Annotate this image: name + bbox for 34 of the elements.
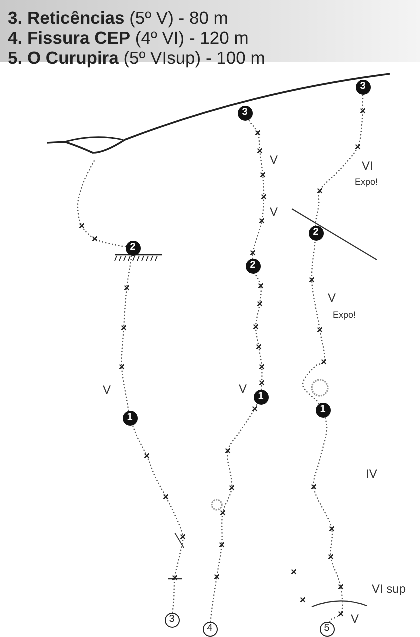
belay-marker: 1 (122, 410, 138, 426)
belay-marker: 1 (316, 402, 330, 418)
grade-label: VI sup (372, 583, 406, 595)
belay-marker: 3 (356, 80, 370, 94)
belay-marker: 2 (308, 226, 324, 240)
route-note: Expo! (355, 178, 378, 187)
grade-label: V (351, 613, 360, 625)
route-line (313, 416, 344, 623)
grade-label: V (270, 154, 278, 166)
belay-marker: 2 (126, 240, 140, 256)
route-line (302, 240, 326, 404)
route-title: 5. O Curupira (5º VIsup) - 100 m (8, 50, 266, 68)
grade-label: V (103, 384, 112, 396)
belay-marker: 3 (238, 106, 252, 120)
route-start-marker: 4 (202, 622, 218, 636)
route-line (77, 159, 126, 248)
route-line (248, 118, 265, 260)
route-start-marker: 5 (320, 622, 334, 636)
grade-label: V (270, 206, 278, 218)
route-line (210, 403, 258, 622)
grade-label: IV (366, 468, 378, 480)
grade-label: V (328, 292, 336, 304)
route-note: Expo! (333, 311, 356, 320)
route-line (121, 254, 133, 412)
route-line (254, 272, 263, 390)
route-title: 4. Fissura CEP (4º VI) - 120 m (8, 30, 249, 48)
grade-label: V (239, 383, 248, 395)
belay-marker: 2 (246, 258, 260, 274)
grade-label: VI (362, 160, 374, 172)
route-line (132, 424, 184, 614)
belay-marker: 1 (254, 390, 268, 404)
route-title: 3. Reticências (5º V) - 80 m (8, 10, 228, 28)
route-line (315, 94, 364, 226)
route-start-marker: 3 (164, 612, 180, 628)
